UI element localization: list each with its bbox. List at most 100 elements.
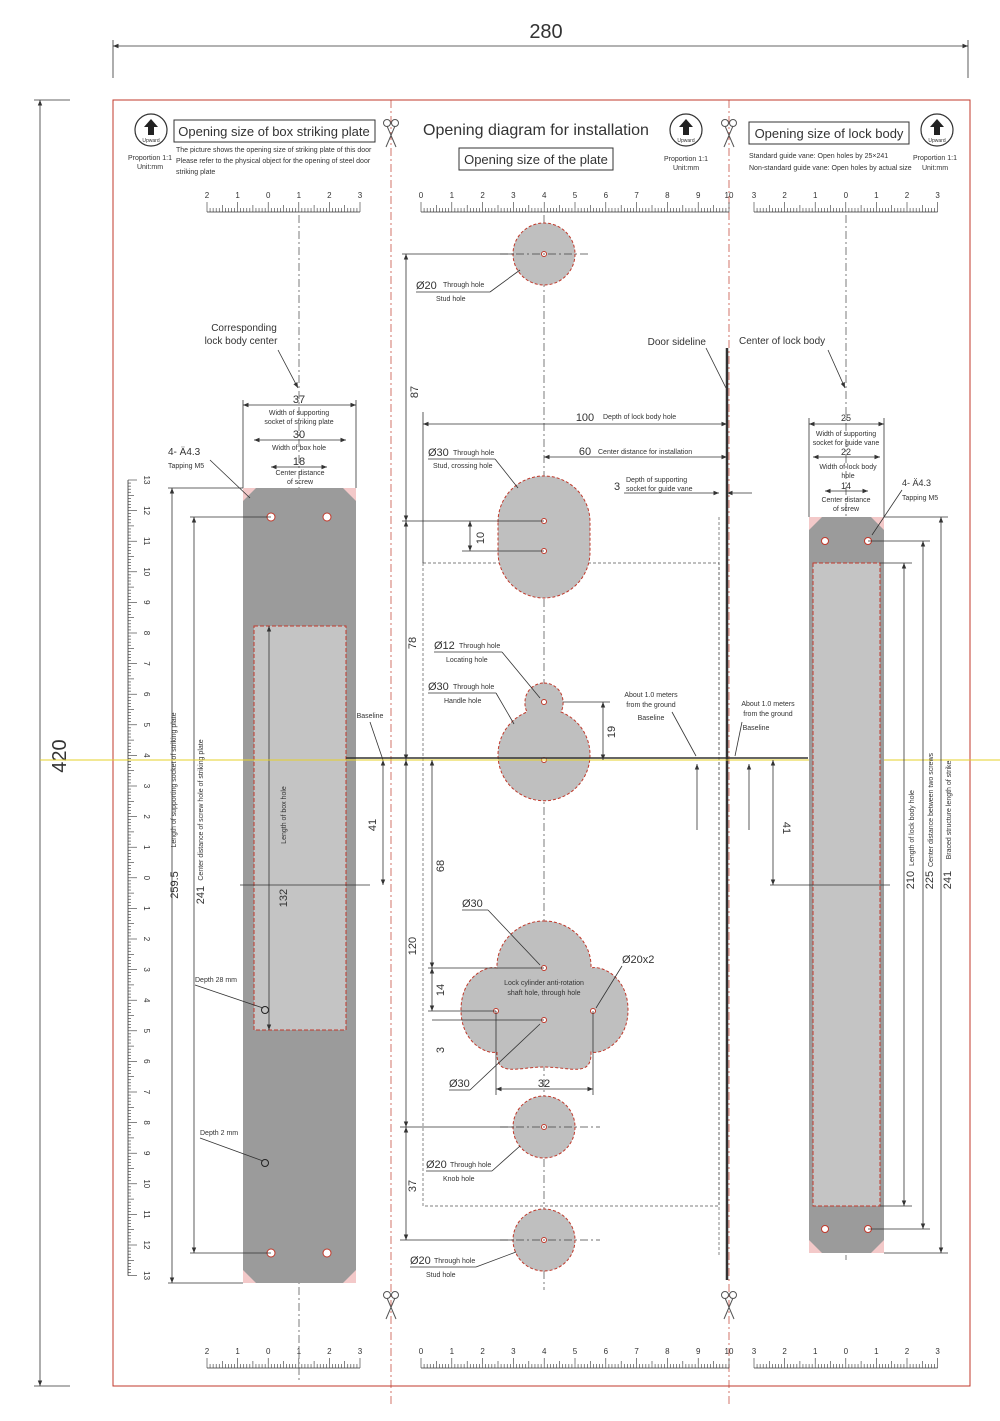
ruler-tick-label: 1 xyxy=(235,1347,240,1356)
about-right-1: About 1.0 meters xyxy=(741,701,795,708)
center-panel-title: Opening diagram for installation xyxy=(423,122,649,139)
dim-14-right-text: 14 xyxy=(841,481,851,491)
ruler-tick-label: 1 xyxy=(142,845,151,850)
ruler-tick-label: 3 xyxy=(358,191,363,200)
dim-3-text: 3 xyxy=(614,481,620,493)
baseline-leader xyxy=(369,721,384,761)
th3: Through hole xyxy=(459,643,500,650)
tap-right-2: Tapping M5 xyxy=(902,495,938,502)
center-subtitle-frame xyxy=(458,147,614,171)
handle-hole xyxy=(497,682,591,802)
screw-hole xyxy=(322,512,332,522)
w-socket-1: Width of supporting xyxy=(269,410,329,417)
dim-68-text: 68 xyxy=(435,860,447,872)
ruler-tick-label: 1 xyxy=(450,191,455,200)
leader xyxy=(871,489,903,536)
baseline-left: Baseline xyxy=(357,713,384,720)
center-proportion: Proportion 1:1 xyxy=(664,156,708,163)
ruler-tick-label: 10 xyxy=(142,1179,151,1188)
ruler-tick-label: 0 xyxy=(142,876,151,881)
dim-19-text: 19 xyxy=(606,726,618,738)
ruler-tick-label: 7 xyxy=(142,1090,151,1095)
ruler-tick-label: 6 xyxy=(142,692,151,697)
leader xyxy=(469,1023,541,1091)
depth2: Depth 2 mm xyxy=(200,1130,238,1137)
upward-label: Upward xyxy=(142,138,159,144)
door-sideline-label: Door sideline xyxy=(648,337,707,348)
ruler-tick-label: 9 xyxy=(696,191,701,200)
len-box: Length of box hole xyxy=(281,786,288,844)
overall-height-label: 420 xyxy=(49,739,71,772)
box-note-3: striking plate xyxy=(176,169,215,176)
h20c: Ø20 xyxy=(410,1255,431,1267)
h20b: Ø20 xyxy=(426,1159,447,1171)
leader xyxy=(595,965,623,1009)
ruler-tick-label: 1 xyxy=(235,191,240,200)
ruler-tick-label: 7 xyxy=(634,1347,639,1356)
h20a: Ø20 xyxy=(416,280,437,292)
lock-note-2: Non-standard guide vane: Open holes by a… xyxy=(749,165,912,172)
th5: Through hole xyxy=(450,1162,491,1169)
ruler-tick-label: 1 xyxy=(813,1347,818,1356)
len-lock: Length of lock body hole xyxy=(909,790,916,866)
ruler-tick-label: 5 xyxy=(142,723,151,728)
ruler-tick-label: 10 xyxy=(725,1347,734,1356)
box-title-frame xyxy=(173,119,376,143)
ruler-tick-label: 2 xyxy=(142,937,151,942)
ruler-tick-label: 2 xyxy=(327,1347,332,1356)
ruler-tick-label: 2 xyxy=(905,1347,910,1356)
ruler-tick-label: 2 xyxy=(480,1347,485,1356)
depth-leader xyxy=(199,1137,264,1162)
tap-right: 4- Ä4.3 xyxy=(902,478,931,488)
len-socket: Length of supporting socket of striking … xyxy=(171,712,178,847)
ruler-tick-label: 0 xyxy=(419,191,424,200)
ruler-tick-label: 12 xyxy=(142,1241,151,1250)
ruler-tick-label: 2 xyxy=(205,1347,210,1356)
ruler-tick-label: 13 xyxy=(142,476,151,485)
box-striking-plate xyxy=(243,488,356,1283)
ruler-tick-label: 3 xyxy=(752,1347,757,1356)
dim-241-right-text: 241 xyxy=(942,871,954,889)
dim-25-text: 25 xyxy=(841,413,851,423)
leader xyxy=(487,909,541,966)
leader xyxy=(489,269,521,293)
depth28: Depth 28 mm xyxy=(195,977,237,984)
lock-body-hole xyxy=(812,562,881,1207)
screw-hole xyxy=(821,537,829,545)
scissors-icon xyxy=(721,1291,737,1320)
ruler-tick-label: 2 xyxy=(327,191,332,200)
ruler-tick-label: 3 xyxy=(935,1347,940,1356)
lock-proportion: Proportion 1:1 xyxy=(913,155,957,162)
ruler-tick-label: 1 xyxy=(874,191,879,200)
ruler-tick-label: 0 xyxy=(266,1347,271,1356)
screw-hole xyxy=(322,1248,332,1258)
ruler-tick-label: 10 xyxy=(142,567,151,576)
lock-note-1: Standard guide vane: Open holes by 25×24… xyxy=(749,153,888,160)
leader xyxy=(705,347,727,389)
box-note-1: The picture shows the opening size of st… xyxy=(176,147,372,154)
ruler-tick-label: 8 xyxy=(142,1120,151,1125)
dim-132-text: 132 xyxy=(278,889,290,907)
about-right-2: from the ground xyxy=(743,711,793,718)
box-proportion: Proportion 1:1 xyxy=(128,155,172,162)
ruler-tick-label: 3 xyxy=(142,784,151,789)
box-unit: Unit:mm xyxy=(137,164,163,171)
upward-label: Upward xyxy=(677,138,694,144)
ruler-tick-label: 7 xyxy=(634,191,639,200)
dsg1: Depth of supporting xyxy=(626,477,687,484)
stud-b: Stud hole xyxy=(426,1272,456,1279)
knob: Knob hole xyxy=(443,1176,475,1183)
ruler-tick-label: 1 xyxy=(450,1347,455,1356)
leader xyxy=(494,458,519,489)
dim-32-text: 32 xyxy=(538,1078,550,1090)
ruler-tick-label: 3 xyxy=(358,1347,363,1356)
cd-2: of screw xyxy=(287,479,314,486)
dim-41-right-text: 41 xyxy=(780,822,792,834)
dim-3b-text: 3 xyxy=(435,1047,447,1053)
ruler-tick-label: 8 xyxy=(142,631,151,636)
handle: Handle hole xyxy=(444,698,481,705)
